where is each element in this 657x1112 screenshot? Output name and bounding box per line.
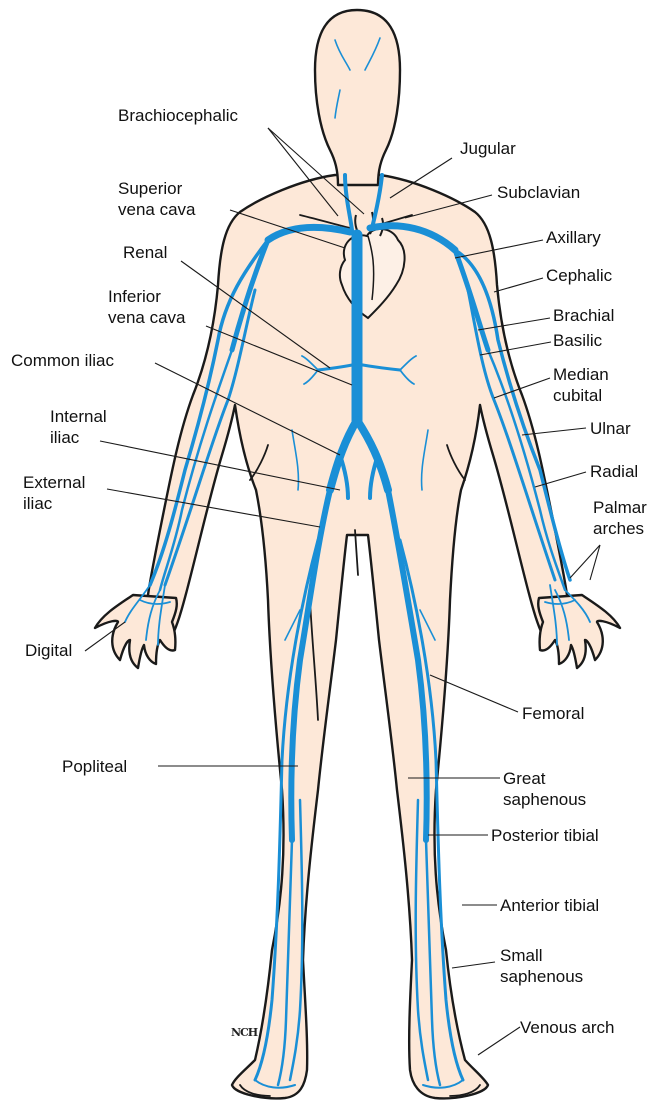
label-basilic: Basilic [553, 330, 602, 351]
label-external-iliac: External iliac [23, 472, 85, 514]
label-cephalic: Cephalic [546, 265, 612, 286]
artist-signature: NCH [231, 1026, 257, 1039]
label-posterior-tibial: Posterior tibial [491, 825, 599, 846]
label-axillary: Axillary [546, 227, 601, 248]
label-ulnar: Ulnar [590, 418, 631, 439]
label-digital: Digital [25, 640, 72, 661]
label-jugular: Jugular [460, 138, 516, 159]
label-palmar-arches: Palmar arches [593, 497, 647, 539]
label-anterior-tibial: Anterior tibial [500, 895, 599, 916]
label-brachiocephalic: Brachiocephalic [118, 105, 238, 126]
label-inferior-vena-cava: Inferior vena cava [108, 286, 186, 328]
label-great-saphenous: Great saphenous [503, 768, 586, 810]
label-popliteal: Popliteal [62, 756, 127, 777]
label-femoral: Femoral [522, 703, 584, 724]
label-common-iliac: Common iliac [11, 350, 114, 371]
label-venous-arch: Venous arch [520, 1017, 615, 1038]
label-small-saphenous: Small saphenous [500, 945, 583, 987]
label-superior-vena-cava: Superior vena cava [118, 178, 196, 220]
label-median-cubital: Median cubital [553, 364, 609, 406]
label-brachial: Brachial [553, 305, 614, 326]
label-internal-iliac: Internal iliac [50, 406, 107, 448]
label-renal: Renal [123, 242, 167, 263]
label-subclavian: Subclavian [497, 182, 580, 203]
body-silhouette [95, 10, 620, 1098]
label-radial: Radial [590, 461, 638, 482]
